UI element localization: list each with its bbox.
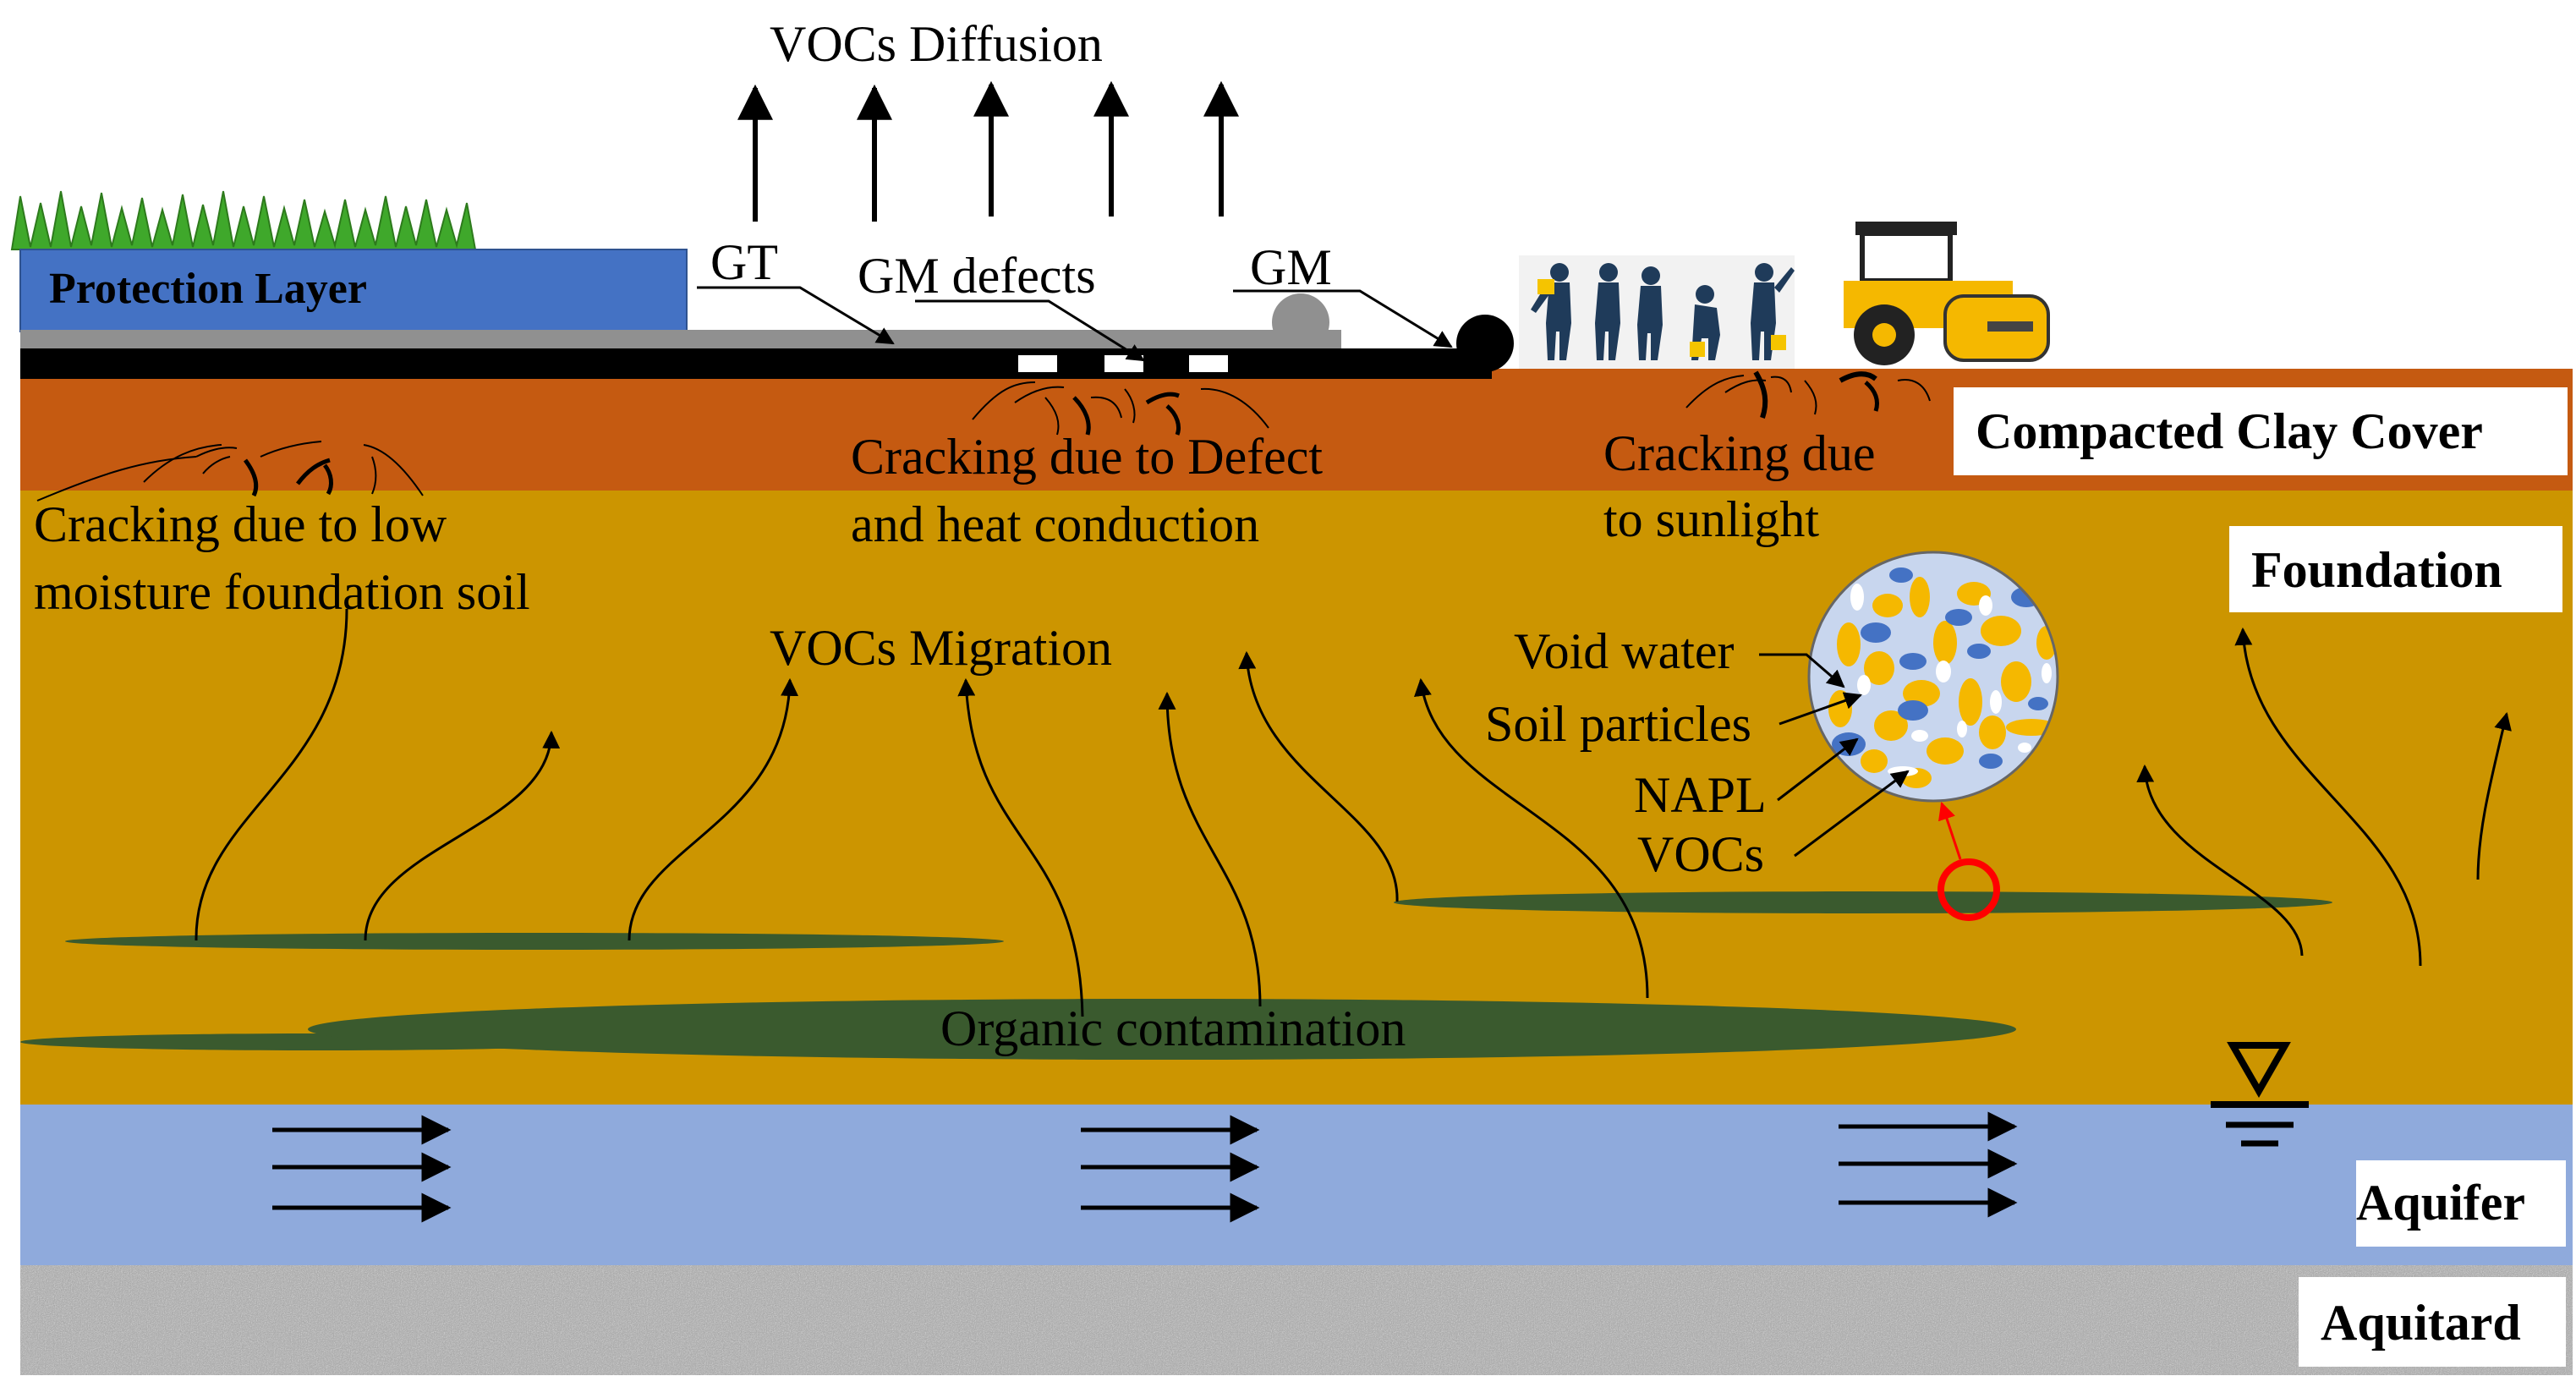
void-water-label: Void water <box>1514 623 1735 679</box>
clay-cover-label-box <box>1954 387 2568 475</box>
worker-bucket <box>1690 342 1705 357</box>
organic-contamination-plumes <box>20 891 2332 1060</box>
roller-roof <box>1855 222 1957 235</box>
gt-leader <box>697 286 895 345</box>
roller-wheel-hub <box>1872 323 1896 347</box>
geomembrane-gm <box>20 355 1492 379</box>
cracking-sunlight-line2: to sunlight <box>1603 491 1819 547</box>
magnify-pointer <box>1938 802 1962 860</box>
worker-figure <box>1751 263 1795 360</box>
soil-particles-label: Soil particles <box>1485 696 1751 752</box>
worker-figure <box>1595 263 1620 360</box>
plume-right <box>1394 891 2332 913</box>
gm-defects-label: GM defects <box>858 248 1096 304</box>
gm-defects <box>1018 355 1228 372</box>
migration-arrow <box>1238 650 1399 902</box>
void-water <box>1850 584 2052 776</box>
migration-arrow <box>1158 691 1262 1007</box>
migration-arrow <box>2234 627 2422 967</box>
migration-arrow <box>195 608 348 941</box>
cracking-low-moisture-line1: Cracking due to low <box>34 496 447 552</box>
foundation-label-box <box>2229 526 2562 612</box>
sample-location-marker <box>1937 858 2000 921</box>
vocs-label: VOCs <box>1637 826 1764 882</box>
grass-icon <box>10 190 477 250</box>
cracking-low-moisture-line2: moisture foundation soil <box>34 564 530 620</box>
gt-label: GT <box>710 234 778 290</box>
clay-cover-label: Compacted Clay Cover <box>1976 403 2483 459</box>
aquifer-label-box <box>2356 1160 2566 1247</box>
aquitard-texture <box>20 1265 2573 1375</box>
pore-magnifier-outline <box>1807 551 2059 803</box>
geotextile-roll <box>1272 293 1329 351</box>
cracks-sunlight <box>1685 370 1931 419</box>
migration-arrow <box>628 677 799 941</box>
organic-contamination-label: Organic contamination <box>940 1001 1406 1056</box>
foundation-label: Foundation <box>2251 542 2502 598</box>
gm-defect <box>1189 355 1228 372</box>
aquifer-label: Aquifer <box>2356 1175 2525 1231</box>
aquitard-label-box <box>2299 1277 2566 1367</box>
cracks-low-moisture <box>36 441 424 502</box>
geotextile-gt <box>20 330 1341 348</box>
geomembrane-upper <box>20 348 1492 355</box>
pore-legend-leaders <box>1759 653 1910 858</box>
roller-badge <box>1987 321 2033 332</box>
migration-arrow <box>2476 711 2512 880</box>
workers-icon <box>1519 255 1795 369</box>
vocs-diffusion-arrows <box>737 80 1239 222</box>
worker-bucket <box>1537 279 1554 294</box>
cracking-defect-line1: Cracking due to Defect <box>851 429 1323 485</box>
gm-defect <box>1018 355 1057 372</box>
protection-layer-label: Protection Layer <box>49 265 367 313</box>
vocs-diffusion-label: VOCs Diffusion <box>770 16 1103 72</box>
aquitard-label: Aquitard <box>2321 1295 2521 1351</box>
worker-figure <box>1637 266 1663 360</box>
plume-center-large <box>308 999 2016 1060</box>
pore-magnifier <box>1807 551 2059 803</box>
gm-leader <box>1233 289 1453 348</box>
cracking-defect-line2: and heat conduction <box>851 496 1259 552</box>
groundwater-flow-arrows <box>272 1111 2018 1223</box>
vocs-migration-arrows <box>195 608 2512 1017</box>
road-roller-icon <box>1844 222 2050 365</box>
cracking-sunlight-line1: Cracking due <box>1603 425 1876 481</box>
gm-defects-leader <box>915 299 1145 362</box>
migration-arrow <box>2136 764 2304 957</box>
plume-left-upper <box>65 933 1004 950</box>
cracks-defect-heat <box>972 381 1269 436</box>
water-table-icon <box>2211 1042 2309 1147</box>
migration-arrow <box>1414 677 1649 999</box>
migration-arrow <box>957 677 1084 1017</box>
geomembrane-roll <box>1456 315 1514 372</box>
vocs-migration-label: VOCs Migration <box>770 620 1112 676</box>
roller-cab-frame <box>1860 231 1953 283</box>
gm-label: GM <box>1250 239 1332 295</box>
worker-bucket <box>1771 335 1786 350</box>
napl-label: NAPL <box>1634 767 1767 823</box>
migration-arrow <box>364 730 561 941</box>
